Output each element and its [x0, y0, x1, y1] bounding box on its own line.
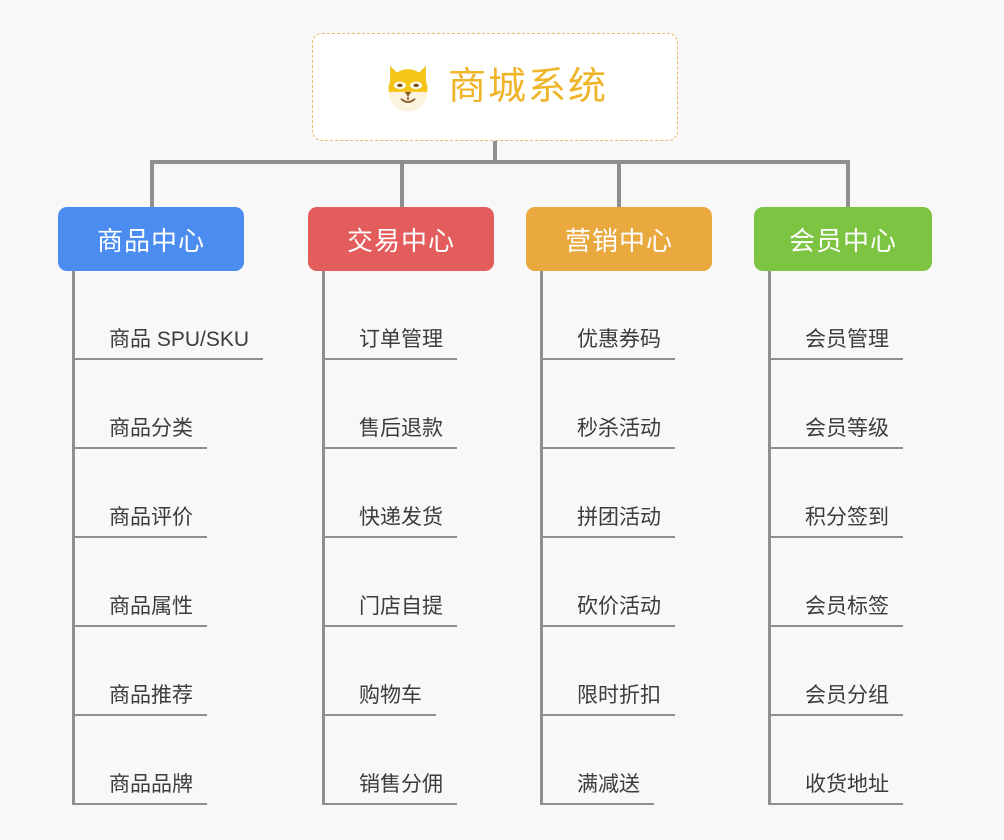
connector-horizontal-bus: [150, 160, 850, 164]
leaf-item-label: 会员管理: [771, 327, 903, 360]
leaf-item-label: 快递发货: [325, 505, 457, 538]
branch-column-2: 交易中心 订单管理 售后退款 快递发货 门店自提 购物车 销售分佣: [308, 207, 494, 805]
connector-drop-4: [846, 160, 850, 208]
branch-header-2[interactable]: 交易中心: [308, 207, 494, 271]
connector-drop-1: [150, 160, 154, 208]
leaf-item[interactable]: 售后退款: [325, 360, 494, 449]
leaf-item[interactable]: 商品分类: [75, 360, 244, 449]
connector-root-stem: [493, 141, 497, 163]
leaf-item-label: 会员标签: [771, 594, 903, 627]
branch-leaf-list-3: 优惠券码 秒杀活动 拼团活动 砍价活动 限时折扣 满减送: [540, 271, 712, 805]
leaf-item[interactable]: 商品推荐: [75, 627, 244, 716]
connector-drop-2: [400, 160, 404, 208]
leaf-item-label: 销售分佣: [325, 772, 457, 805]
leaf-item-label: 订单管理: [325, 327, 457, 360]
leaf-item[interactable]: 销售分佣: [325, 716, 494, 805]
leaf-item[interactable]: 砍价活动: [543, 538, 712, 627]
leaf-item-label: 商品分类: [75, 416, 207, 449]
branch-leaf-list-4: 会员管理 会员等级 积分签到 会员标签 会员分组 收货地址: [768, 271, 932, 805]
branch-header-label-1: 商品中心: [96, 225, 205, 256]
leaf-item[interactable]: 限时折扣: [543, 627, 712, 716]
leaf-item[interactable]: 拼团活动: [543, 449, 712, 538]
leaf-item[interactable]: 会员标签: [771, 538, 932, 627]
branch-column-3: 营销中心 优惠券码 秒杀活动 拼团活动 砍价活动 限时折扣 满减送: [526, 207, 712, 805]
leaf-item-label: 商品推荐: [75, 683, 207, 716]
leaf-item-label: 收货地址: [771, 772, 903, 805]
leaf-item-label: 砍价活动: [543, 594, 675, 627]
connector-drop-3: [617, 160, 621, 208]
leaf-item[interactable]: 快递发货: [325, 449, 494, 538]
leaf-item[interactable]: 商品品牌: [75, 716, 244, 805]
leaf-item[interactable]: 会员等级: [771, 360, 932, 449]
leaf-item[interactable]: 商品评价: [75, 449, 244, 538]
leaf-item-label: 购物车: [325, 683, 436, 716]
leaf-item-label: 门店自提: [325, 594, 457, 627]
branch-leaf-list-2: 订单管理 售后退款 快递发货 门店自提 购物车 销售分佣: [322, 271, 494, 805]
leaf-item-label: 售后退款: [325, 416, 457, 449]
leaf-item-label: 商品品牌: [75, 772, 207, 805]
leaf-item-label: 满减送: [543, 772, 654, 805]
leaf-item-label: 会员等级: [771, 416, 903, 449]
leaf-item[interactable]: 门店自提: [325, 538, 494, 627]
leaf-item[interactable]: 购物车: [325, 627, 494, 716]
branch-header-4[interactable]: 会员中心: [754, 207, 932, 271]
branch-header-label-4: 会员中心: [788, 225, 897, 256]
leaf-item[interactable]: 商品属性: [75, 538, 244, 627]
leaf-item-label: 优惠券码: [543, 327, 675, 360]
leaf-item-label: 商品属性: [75, 594, 207, 627]
root-node-title: 商城系统: [447, 66, 608, 108]
leaf-item[interactable]: 会员管理: [771, 271, 932, 360]
branch-column-4: 会员中心 会员管理 会员等级 积分签到 会员标签 会员分组 收货地址: [754, 207, 932, 805]
leaf-item-label: 积分签到: [771, 505, 903, 538]
branch-column-1: 商品中心 商品 SPU/SKU 商品分类 商品评价 商品属性 商品推荐 商品品牌: [58, 207, 264, 805]
leaf-item-label: 商品评价: [75, 505, 207, 538]
leaf-item[interactable]: 积分签到: [771, 449, 932, 538]
leaf-item[interactable]: 满减送: [543, 716, 712, 805]
branch-header-3[interactable]: 营销中心: [526, 207, 712, 271]
leaf-item[interactable]: 订单管理: [325, 271, 494, 360]
branch-header-label-2: 交易中心: [346, 225, 455, 256]
leaf-item[interactable]: 商品 SPU/SKU: [75, 271, 264, 360]
shiba-dog-icon: [388, 65, 428, 112]
leaf-item-label: 限时折扣: [543, 683, 675, 716]
branch-leaf-list-1: 商品 SPU/SKU 商品分类 商品评价 商品属性 商品推荐 商品品牌: [72, 271, 264, 805]
root-node-shop-system[interactable]: 商城系统: [312, 33, 678, 141]
leaf-item-label: 会员分组: [771, 683, 903, 716]
leaf-item-label: 商品 SPU/SKU: [75, 327, 264, 360]
branch-header-1[interactable]: 商品中心: [58, 207, 244, 271]
leaf-item[interactable]: 秒杀活动: [543, 360, 712, 449]
leaf-item[interactable]: 优惠券码: [543, 271, 712, 360]
branch-header-label-3: 营销中心: [564, 225, 673, 256]
leaf-item-label: 秒杀活动: [543, 416, 675, 449]
leaf-item[interactable]: 会员分组: [771, 627, 932, 716]
leaf-item[interactable]: 收货地址: [771, 716, 932, 805]
leaf-item-label: 拼团活动: [543, 505, 675, 538]
